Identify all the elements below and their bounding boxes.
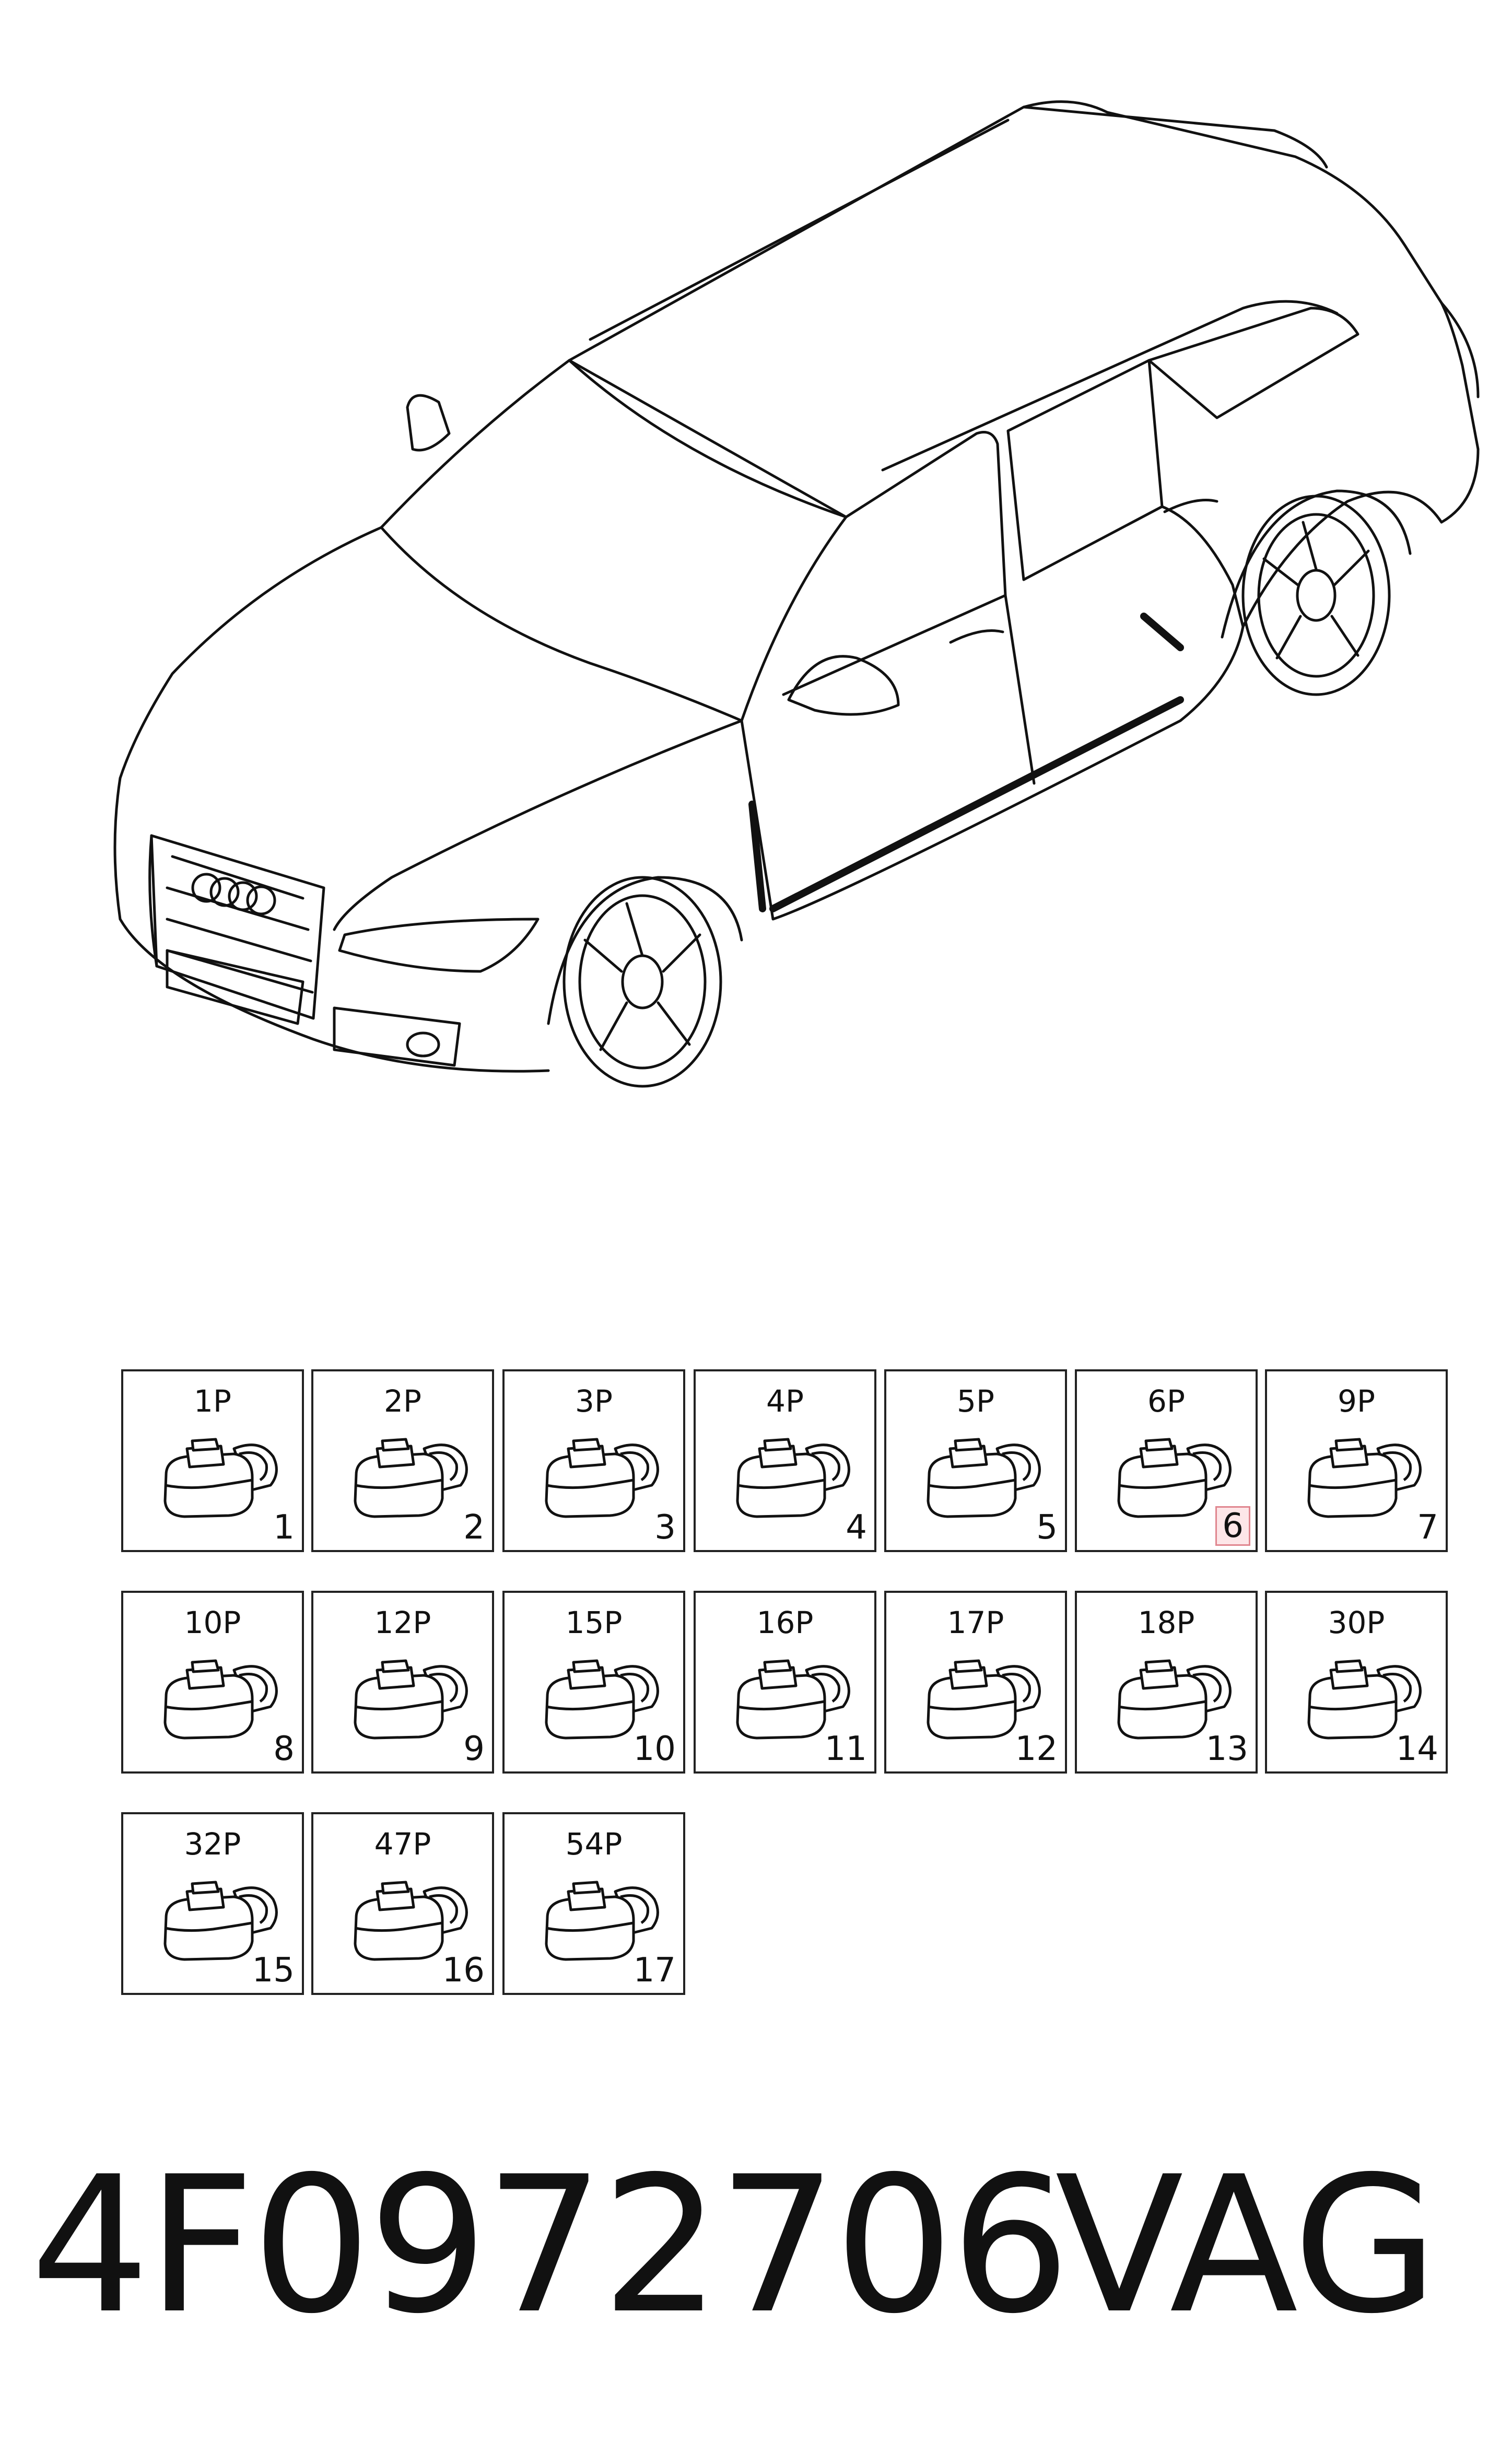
connector-index: 2 xyxy=(463,1508,485,1547)
connector-cell: 54P 17 xyxy=(502,1812,685,1995)
connector-cell: 12P 9 xyxy=(311,1591,494,1774)
connector-pin-count: 6P xyxy=(1147,1383,1185,1419)
connector-pin-count: 3P xyxy=(575,1383,613,1419)
connector-index: 14 xyxy=(1396,1730,1438,1768)
connector-index: 17 xyxy=(633,1951,676,1990)
connector-index: 11 xyxy=(824,1730,867,1768)
connector-index: 16 xyxy=(442,1951,485,1990)
connector-cell: 10P 8 xyxy=(121,1591,304,1774)
connector-plug-icon xyxy=(1299,1649,1429,1743)
connector-cell: 30P 14 xyxy=(1265,1591,1448,1774)
connector-plug-icon xyxy=(728,1649,858,1743)
connector-plug-icon xyxy=(537,1649,666,1743)
connector-pin-count: 5P xyxy=(957,1383,994,1419)
connector-pin-count: 4P xyxy=(766,1383,804,1419)
connector-index: 6 xyxy=(1215,1506,1250,1546)
connector-cell: 15P 10 xyxy=(502,1591,685,1774)
connector-plug-icon xyxy=(346,1428,475,1522)
connector-pin-count: 9P xyxy=(1338,1383,1375,1419)
connector-plug-icon xyxy=(919,1649,1048,1743)
connector-pin-count: 2P xyxy=(384,1383,421,1419)
connector-pin-count: 16P xyxy=(756,1605,814,1640)
connector-cell: 47P 16 xyxy=(311,1812,494,1995)
connector-plug-icon xyxy=(156,1428,285,1522)
connector-pin-count: 12P xyxy=(374,1605,431,1640)
brand-label: VAG xyxy=(1055,2136,1438,2355)
connector-index: 4 xyxy=(846,1508,867,1547)
connector-plug-icon xyxy=(1109,1649,1239,1743)
connector-pin-count: 47P xyxy=(374,1826,431,1862)
connector-cell: 4P 4 xyxy=(694,1369,876,1552)
connector-pin-count: 54P xyxy=(565,1826,623,1862)
connector-cell: 16P 11 xyxy=(694,1591,876,1774)
connector-pin-count: 10P xyxy=(184,1605,241,1640)
connector-index: 7 xyxy=(1417,1508,1438,1547)
connector-cell: 32P 15 xyxy=(121,1812,304,1995)
connector-index: 1 xyxy=(273,1508,295,1547)
connector-pin-count: 32P xyxy=(184,1826,241,1862)
part-number: 4F0972706 xyxy=(30,2136,1070,2355)
connector-pin-count: 18P xyxy=(1138,1605,1195,1640)
connector-cell: 2P 2 xyxy=(311,1369,494,1552)
connector-plug-icon xyxy=(1299,1428,1429,1522)
connector-plug-icon xyxy=(346,1871,475,1965)
connector-index: 5 xyxy=(1036,1508,1058,1547)
connector-index: 15 xyxy=(252,1951,295,1990)
connector-index: 3 xyxy=(654,1508,676,1547)
connector-plug-icon xyxy=(537,1428,666,1522)
connector-plug-icon xyxy=(346,1649,475,1743)
connector-plug-icon xyxy=(919,1428,1048,1522)
connector-index: 12 xyxy=(1015,1730,1058,1768)
connector-index: 9 xyxy=(463,1730,485,1768)
connector-cell: 3P 3 xyxy=(502,1369,685,1552)
connector-index: 10 xyxy=(633,1730,676,1768)
connector-plug-icon xyxy=(156,1649,285,1743)
connector-plug-icon xyxy=(1109,1428,1239,1522)
connector-cell: 18P 13 xyxy=(1075,1591,1258,1774)
connector-cell: 5P 5 xyxy=(884,1369,1067,1552)
connector-cell: 1P 1 xyxy=(121,1369,304,1552)
connector-index: 8 xyxy=(273,1730,295,1768)
connector-pin-count: 1P xyxy=(194,1383,231,1419)
connector-cell: 6P 6 xyxy=(1075,1369,1258,1552)
connector-plug-icon xyxy=(156,1871,285,1965)
car-illustration xyxy=(113,100,1480,1088)
connector-pin-count: 15P xyxy=(565,1605,623,1640)
connector-cell: 9P 7 xyxy=(1265,1369,1448,1552)
connector-cell: 17P 12 xyxy=(884,1591,1067,1774)
connector-pin-count: 30P xyxy=(1328,1605,1385,1640)
connector-plug-icon xyxy=(537,1871,666,1965)
connector-pin-count: 17P xyxy=(947,1605,1004,1640)
connector-plug-icon xyxy=(728,1428,858,1522)
connector-index: 13 xyxy=(1205,1730,1248,1768)
